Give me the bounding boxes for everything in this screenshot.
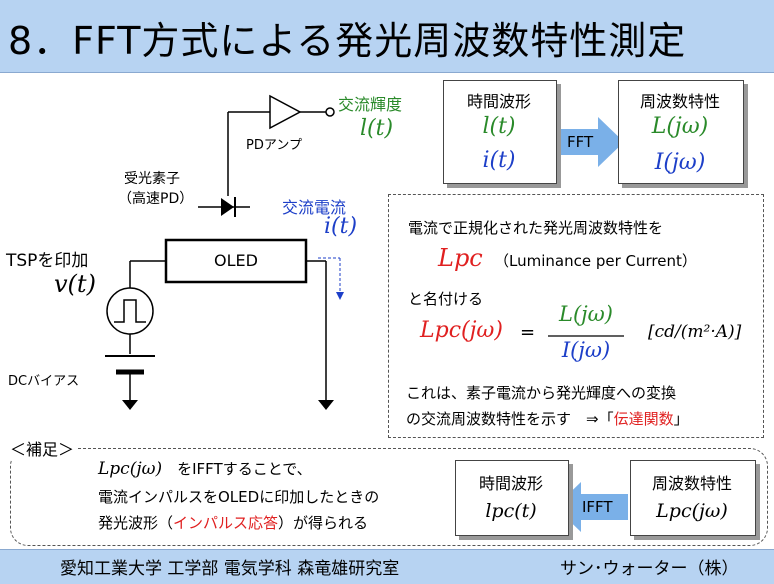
formula-lhs: Lpc(jω) [420,318,503,343]
explain-line-5: これは、素子電流から発光輝度への変換 [406,384,677,402]
bottom-frequency-box [630,460,756,536]
time-l-var: l(t) [482,114,516,139]
footer-company: サン･ウォーター（株） [560,559,739,579]
photodiode-label: 受光素子 [124,171,180,187]
time-waveform-title: 時間波形 [466,92,531,111]
dc-bias-label: DCバイアス [8,374,80,389]
impulse-response-term: インパルス応答 [173,514,279,532]
lpc-description: （Luminance per Current） [494,252,697,270]
formula-denominator: I(jω) [561,338,611,362]
frequency-box [618,80,744,184]
current-label: 交流電流 [282,198,347,217]
supplement-line-3: 発光波形（インパルス応答）が得られる [98,514,369,532]
bottom-time-title: 時間波形 [478,474,543,493]
footer-affiliation: 愛知工業大学 工学部 電気学科 森竜雄研究室 [60,559,400,579]
amp-output-var: l(t) [360,116,394,141]
supplement-line-1: Lpc(jω) をIFFTすることで、 [98,459,312,479]
footer-bar [0,549,774,584]
title-bar [0,0,774,73]
formula-equals: = [520,322,536,343]
supplement-line-2: 電流インパルスをOLEDに印加したときの [98,488,380,506]
time-i-var: i(t) [482,148,516,173]
freq-L-var: L(jω) [651,114,709,139]
transfer-function-term: 伝達関数 [613,410,674,428]
amp-output-label: 交流輝度 [338,95,403,114]
pd-amp-label: PDアンプ [246,138,302,153]
tsp-var: v(t) [54,270,96,298]
explain-line-6: の交流周波数特性を示す ⇒「伝達関数」 [406,410,689,428]
current-var: i(t) [324,214,358,239]
fft-arrow-label: FFT [567,133,594,151]
freq-I-var: I(jω) [654,150,706,175]
formula-unit: [cd/(m²·A)] [648,322,742,342]
lpc-term: Lpc [438,244,483,272]
bottom-time-var: lpc(t) [485,500,537,522]
supplement-box [10,448,768,546]
tsp-label: TSPを印加 [6,251,89,271]
photodiode-sub-label: （高速PD） [118,191,194,207]
explain-line-1: 電流で正規化された発光周波数特性を [408,219,664,237]
oled-label: OLED [214,251,258,270]
supplement-lpc-var: Lpc(jω) [98,459,163,479]
explanation-box [388,194,764,438]
bottom-frequency-title: 周波数特性 [651,474,732,493]
page-title: 8．FFT方式による発光周波数特性測定 [8,19,687,63]
explain-line-3: と名付ける [408,290,484,308]
formula-numerator: L(jω) [559,302,613,326]
ifft-arrow-label: IFFT [582,498,613,516]
time-waveform-box [443,80,557,184]
frequency-title: 周波数特性 [639,92,720,111]
bottom-time-box [455,460,569,536]
bottom-frequency-var: Lpc(jω) [656,500,728,522]
supplement-tag: ＜補足＞ [8,436,77,460]
